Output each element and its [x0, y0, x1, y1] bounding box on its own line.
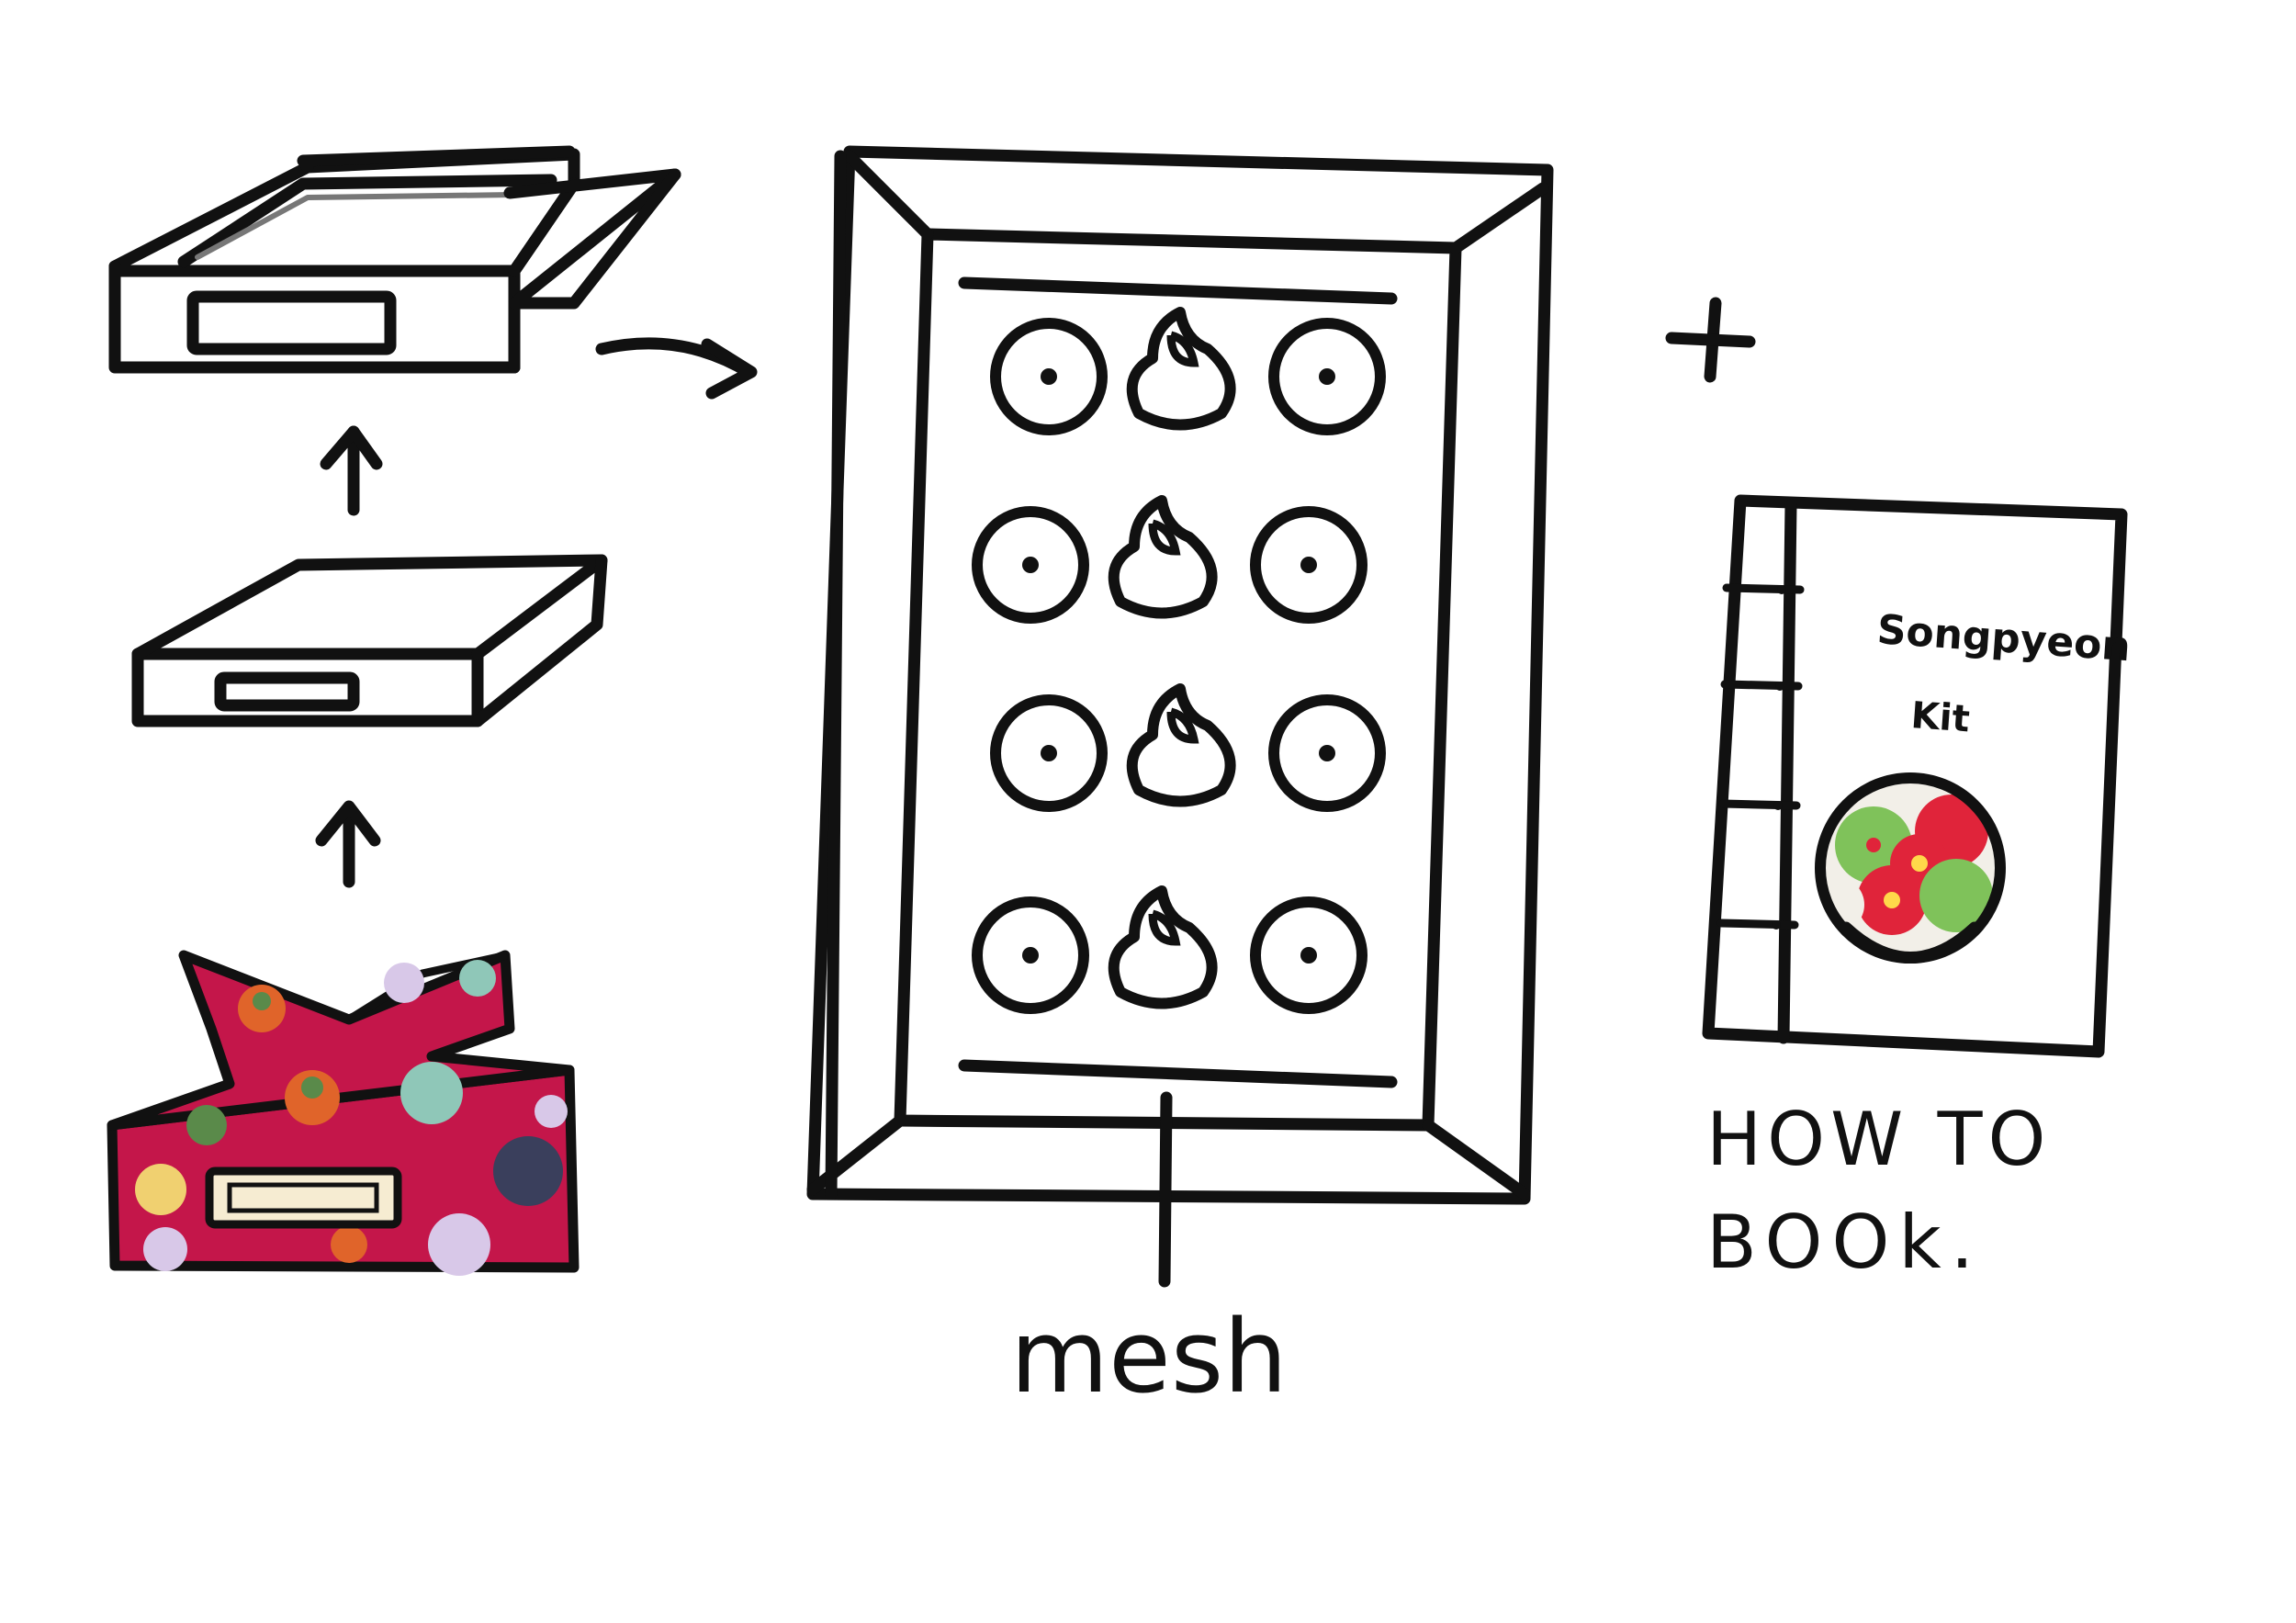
rice-cake-icon	[990, 318, 1108, 435]
arrow-up-icon	[315, 800, 381, 888]
book-cover-title-1: Songpyeon	[1875, 606, 2132, 671]
rice-cake-center	[1319, 745, 1335, 761]
book-icon	[1702, 494, 2128, 1058]
rice-cake-fold	[1148, 519, 1181, 556]
plus-icon	[1665, 297, 1756, 383]
rice-cake-icon	[1268, 694, 1386, 812]
rice-cake-icon	[990, 694, 1108, 812]
rice-cake-icon	[1250, 896, 1367, 1014]
arrow-right-icon	[595, 337, 758, 400]
rice-cake-icon	[1126, 307, 1236, 431]
rice-cake-center	[1041, 745, 1057, 761]
rice-cake-icon	[972, 506, 1089, 624]
rice-cake-center	[1022, 557, 1039, 573]
rice-cake-icon	[1108, 495, 1218, 619]
book-caption-line1: HOW TO	[1706, 1097, 2052, 1182]
wrapped-box-icon	[107, 950, 580, 1276]
tray-icon	[806, 145, 1554, 1288]
closed-box-icon	[131, 554, 608, 727]
rice-cake-icon	[1126, 683, 1236, 807]
rice-cake-icon	[1108, 885, 1218, 1009]
rice-cake-center	[1022, 947, 1039, 964]
rice-cake-fold	[1166, 331, 1199, 367]
book-cover-title-2: Kit	[1909, 694, 1971, 740]
book-caption-line2: BOOk.	[1706, 1200, 1983, 1285]
rice-cake-center	[1300, 947, 1317, 964]
rice-cake-center	[1300, 557, 1317, 573]
rice-cake-icon	[1250, 506, 1367, 624]
rice-cake-center	[1319, 368, 1335, 385]
rice-cake-fold	[1166, 707, 1199, 744]
open-box-icon	[108, 145, 681, 374]
arrow-up-icon	[320, 425, 383, 516]
rice-cake-icon	[972, 896, 1089, 1014]
rice-cake-center	[1041, 368, 1057, 385]
rice-cake-fold	[1148, 909, 1181, 946]
food-bowl-icon	[1815, 772, 2006, 964]
mesh-label: mesh	[1010, 1298, 1288, 1415]
rice-cake-icon	[1268, 318, 1386, 435]
rice-cake-grid	[972, 307, 1386, 1014]
